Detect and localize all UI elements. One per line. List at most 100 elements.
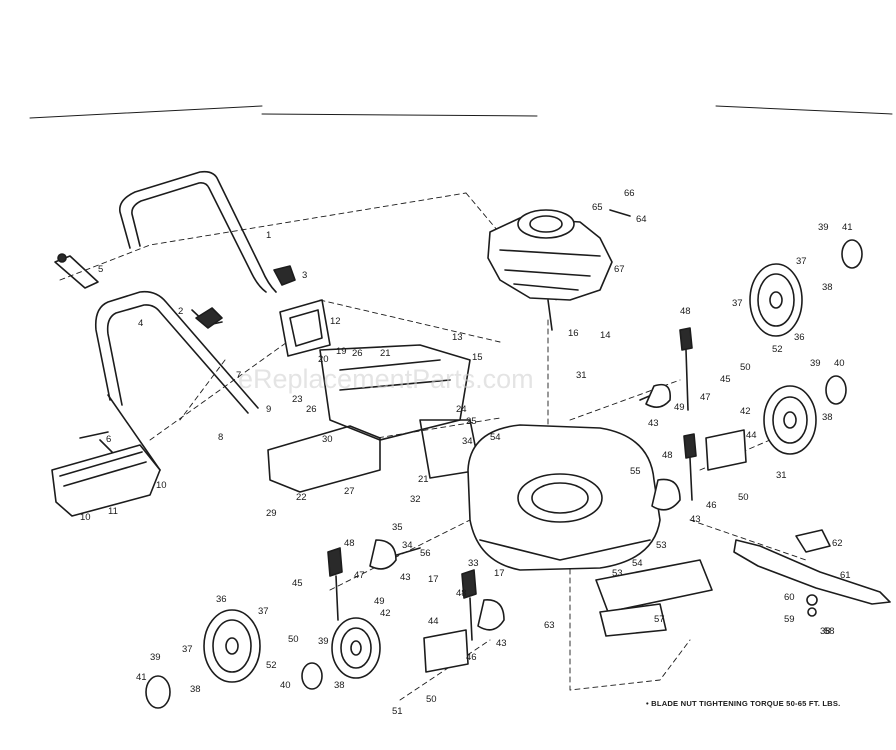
callout-26a: 26	[352, 348, 363, 359]
callout-44a: 44	[746, 430, 757, 441]
callout-37b: 37	[732, 298, 743, 309]
callout-30: 30	[322, 434, 333, 445]
callout-24: 24	[456, 404, 467, 415]
callout-37d: 37	[182, 644, 193, 655]
callout-48b: 48	[662, 450, 673, 461]
callout-26b: 26	[306, 404, 317, 415]
callout-35: 35	[392, 522, 403, 533]
callout-38c: 38	[190, 684, 201, 695]
callout-27: 27	[344, 486, 355, 497]
callout-40b: 40	[280, 680, 291, 691]
callout-53a: 53	[656, 540, 667, 551]
callout-47b: 47	[354, 570, 365, 581]
callout-16: 16	[568, 328, 579, 339]
callout-2: 2	[178, 306, 183, 317]
callout-57: 57	[654, 614, 665, 625]
callout-38b: 38	[822, 412, 833, 423]
deflector-parts	[51, 253, 161, 517]
callout-43b: 43	[690, 514, 701, 525]
callout-36a: 36	[794, 332, 805, 343]
callout-61: 61	[840, 570, 851, 581]
callout-44b: 44	[428, 616, 439, 627]
callout-34a: 34	[462, 436, 473, 447]
callout-29: 29	[266, 508, 277, 519]
header-rules	[29, 105, 893, 119]
callout-3: 3	[302, 270, 307, 281]
callout-1: 1	[266, 230, 271, 241]
lower-handle	[94, 290, 259, 471]
callout-38e: 38	[820, 626, 831, 637]
callout-67: 67	[614, 264, 625, 275]
callout-50d: 50	[426, 694, 437, 705]
callout-19: 19	[336, 346, 347, 357]
callout-17b: 17	[494, 568, 505, 579]
callout-4: 4	[138, 318, 143, 329]
callout-39c: 39	[150, 652, 161, 663]
callout-52b: 52	[266, 660, 277, 671]
callout-54a: 54	[490, 432, 501, 443]
callout-41b: 41	[136, 672, 147, 683]
callout-11: 11	[108, 506, 118, 517]
upper-handle	[118, 170, 296, 329]
callout-7: 7	[236, 370, 241, 381]
callout-10a: 10	[156, 480, 167, 491]
callout-42b: 42	[380, 608, 391, 619]
callout-47a: 47	[700, 392, 711, 403]
callout-9: 9	[266, 404, 271, 415]
callout-56: 56	[420, 548, 431, 559]
callout-33: 33	[468, 558, 479, 569]
callout-37a: 37	[796, 256, 807, 267]
callout-59: 59	[784, 614, 795, 625]
callout-17a: 17	[428, 574, 439, 585]
callout-54b: 54	[632, 558, 643, 569]
callout-46b: 46	[466, 652, 477, 663]
callout-50a: 50	[740, 362, 751, 373]
callout-8: 8	[218, 432, 223, 443]
callout-48c: 48	[344, 538, 355, 549]
watermark: eReplacementParts.com	[238, 364, 534, 394]
callout-41a: 41	[842, 222, 853, 233]
callout-43c: 43	[400, 572, 411, 583]
callout-39d: 39	[318, 636, 329, 647]
callout-20: 20	[318, 354, 329, 365]
callout-6: 6	[106, 434, 111, 445]
callout-43a: 43	[648, 418, 659, 429]
blade-assembly	[733, 529, 891, 617]
callout-39a: 39	[818, 222, 829, 233]
callout-60: 60	[784, 592, 795, 603]
callout-58: 58	[824, 626, 835, 637]
callout-15: 15	[472, 352, 483, 363]
callout-42a: 42	[740, 406, 751, 417]
callout-65: 65	[592, 202, 603, 213]
callout-49b: 49	[374, 596, 385, 607]
callout-50c: 50	[288, 634, 299, 645]
rear-door-parts	[267, 299, 481, 493]
callout-66: 66	[624, 188, 635, 199]
callout-36b: 36	[216, 594, 227, 605]
callout-55: 55	[630, 466, 641, 477]
wheels	[145, 239, 863, 709]
callout-38a: 38	[822, 282, 833, 293]
callout-21b: 21	[418, 474, 429, 485]
callout-31a: 31	[576, 370, 587, 381]
callout-48d: 48	[456, 588, 467, 599]
callout-10b: 10	[80, 512, 91, 523]
callout-51: 51	[392, 706, 403, 717]
callout-25: 25	[466, 416, 477, 427]
mower-deck	[467, 424, 713, 637]
callout-45a: 45	[720, 374, 731, 385]
callout-5: 5	[98, 264, 103, 275]
callout-63: 63	[544, 620, 555, 631]
callout-13: 13	[452, 332, 463, 343]
callout-38d: 38	[334, 680, 345, 691]
callout-23: 23	[292, 394, 303, 405]
callout-14: 14	[600, 330, 611, 341]
callout-39b: 39	[810, 358, 821, 369]
callout-32: 32	[410, 494, 421, 505]
callout-22: 22	[296, 492, 307, 503]
callout-49a: 49	[674, 402, 685, 413]
callout-50b: 50	[738, 492, 749, 503]
callout-43d: 43	[496, 638, 507, 649]
